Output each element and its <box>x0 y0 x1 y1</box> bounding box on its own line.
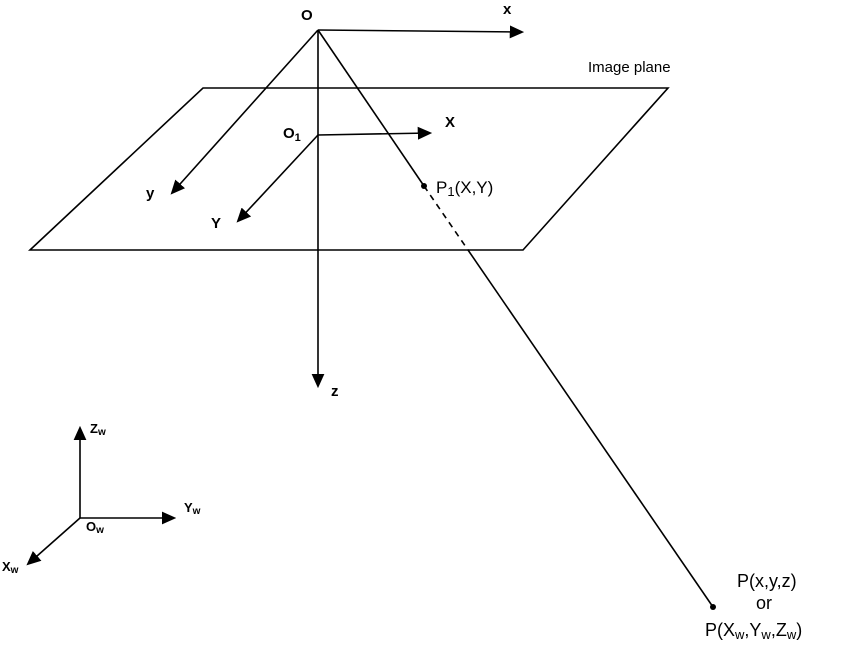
projection-ray-dashed <box>423 185 469 251</box>
label-image-origin: O1 <box>283 125 301 144</box>
y-axis-line <box>170 29 319 195</box>
label-world-origin: Ow <box>86 519 104 536</box>
world-x-axis-line <box>26 517 81 566</box>
image-x-axis-line <box>317 126 433 140</box>
label-world-y: Yw <box>184 500 201 517</box>
label-point-p1: P1(X,Y) <box>436 178 493 199</box>
image-y-axis-line <box>236 134 319 223</box>
point-p-dot <box>710 604 716 610</box>
label-point-p-world: P(Xw,Yw,Zw) <box>705 620 802 642</box>
label-world-z: Zw <box>90 421 106 438</box>
label-y-axis: y <box>146 185 155 202</box>
label-image-plane: Image plane <box>588 59 671 76</box>
label-world-x: Xw <box>2 559 19 576</box>
image-plane-outline <box>27 87 670 251</box>
label-big-x-axis: X <box>445 114 455 131</box>
label-z-axis: z <box>331 383 339 400</box>
projection-ray-lower <box>467 249 714 608</box>
point-p1-dot <box>421 183 427 189</box>
projection-ray-upper <box>317 29 425 187</box>
label-big-y-axis: Y <box>211 215 221 232</box>
label-point-p-camera: P(x,y,z) <box>737 571 797 591</box>
label-camera-origin: O <box>301 7 313 24</box>
label-x-axis: x <box>503 1 512 18</box>
x-axis-line <box>317 25 525 39</box>
label-or: or <box>756 593 772 613</box>
